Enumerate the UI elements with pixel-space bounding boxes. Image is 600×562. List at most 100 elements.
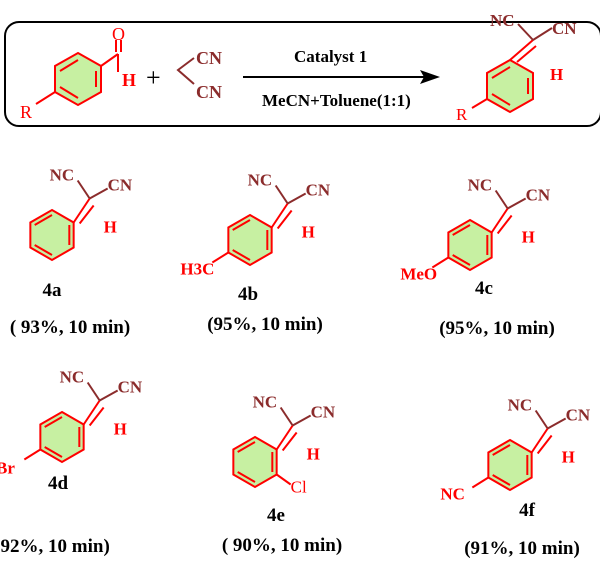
- vinyl-bond-4a: [72, 197, 91, 224]
- substituent-bond-4c: [431, 256, 449, 269]
- vinyl-bond-4e: [275, 424, 294, 451]
- h-label-4a: H: [104, 218, 117, 237]
- cn-label-4f: CN: [566, 406, 591, 425]
- aldehyde-oxygen: O: [112, 24, 125, 44]
- product-r-bond: [471, 98, 488, 109]
- ring-double-bond-4b-1: [232, 249, 251, 261]
- nc-bond-4d: [86, 381, 101, 402]
- ring-double-bond-4a-2: [34, 214, 53, 226]
- cn-bond-4a: [89, 187, 109, 200]
- scheme-frame: [4, 21, 600, 127]
- compound-label-4b: 4b: [238, 284, 258, 305]
- h-label-4d: H: [114, 420, 127, 439]
- nc-label-4e: NC: [253, 393, 278, 412]
- ring-double-bond-4e-1: [237, 471, 256, 483]
- benzene-ring-4d: [39, 410, 85, 464]
- h-label-4f: H: [562, 448, 575, 467]
- ring-double-bond-4f-1: [492, 474, 511, 486]
- vinyl-bond-4b: [270, 202, 289, 229]
- vinyl-double-bond-4d: [88, 406, 105, 427]
- malononitrile-cn-top: CN: [196, 48, 222, 68]
- benzene-ring-4c: [447, 218, 493, 272]
- nc-label-4f: NC: [508, 396, 533, 415]
- product-table: NC CN H 4a ( 93%, 10 min) NC CN H H3C 4b (95%, 10 …: [0, 166, 591, 560]
- product-vinyl-bond: [509, 39, 534, 61]
- product-structure: NC CN H R: [456, 11, 577, 124]
- substituent-label-4b: H3C: [180, 260, 214, 279]
- product-4b: NC CN H H3C 4b (95%, 10 min): [180, 171, 331, 336]
- benzene-ring-4b: [227, 213, 273, 267]
- cn-bond-4f: [547, 417, 567, 430]
- ring-double-bond-4c-1: [452, 254, 471, 266]
- product-vinyl-bond-2: [516, 45, 537, 63]
- reaction-arrow-group: Catalyst 1 MeCN+Toluene(1:1): [243, 47, 440, 110]
- cn-bond-4e: [292, 414, 312, 427]
- product-nc-bond: [517, 23, 534, 41]
- benzene-ring-4e: [232, 435, 278, 489]
- ring-double-bond-4c-2: [452, 224, 471, 236]
- catalyst-label: Catalyst 1: [294, 47, 367, 66]
- benzaldehyde-inner-bonds-3: [59, 86, 79, 99]
- yield-label-4f: (91%, 10 min): [464, 538, 580, 559]
- cn-bond-4c: [507, 197, 527, 210]
- benzene-ring-4a: [29, 208, 75, 262]
- compound-label-4a: 4a: [43, 280, 63, 301]
- malononitrile-bonds: [176, 57, 195, 85]
- substituent-bond-4b: [211, 251, 229, 264]
- h-label-4c: H: [522, 228, 535, 247]
- vinyl-double-bond-4a: [78, 204, 95, 225]
- compound-label-4c: 4c: [475, 278, 493, 299]
- cn-label-4e: CN: [311, 403, 336, 422]
- ring-double-bond-4a-1: [34, 244, 53, 256]
- nc-bond-4f: [534, 409, 549, 430]
- aldehyde-bond-ring: [100, 53, 119, 67]
- substituent-label-4c: MeO: [400, 265, 437, 284]
- yield-label-4c: (95%, 10 min): [439, 318, 555, 339]
- nc-bond-4a: [76, 179, 91, 200]
- nc-label-4b: NC: [248, 171, 273, 190]
- substituent-bond-4f: [471, 476, 489, 489]
- nc-label-4d: NC: [60, 368, 85, 387]
- product-4e: NC CN HCl 4e ( 90%, 10 min): [222, 393, 342, 557]
- ring-double-bond-4f-2: [492, 444, 511, 456]
- yield-label-4a: ( 93%, 10 min): [10, 317, 130, 338]
- ring-double-bond-4b-2: [232, 219, 251, 231]
- yield-label-4b: (95%, 10 min): [207, 314, 323, 335]
- vinyl-bond-4d: [82, 399, 101, 426]
- benzaldehyde-structure: O H R: [20, 24, 136, 122]
- vinyl-bond-4c: [490, 207, 509, 234]
- reaction-scheme: O H R + CN CN Catalyst 1 MeCN+Toluene(1:…: [4, 11, 600, 127]
- h-label-4e: H: [307, 445, 320, 464]
- nc-label-4a: NC: [50, 166, 75, 185]
- product-nc-label: NC: [490, 11, 515, 30]
- ring-double-bond-4d-1: [44, 446, 63, 458]
- benzaldehyde-inner-bonds-2: [59, 59, 79, 72]
- cn-label-4a: CN: [108, 176, 133, 195]
- benzene-ring-4f: [487, 438, 533, 492]
- product-inner-bond-3: [491, 93, 511, 106]
- r-bond: [35, 91, 56, 105]
- cn-label-4b: CN: [306, 181, 331, 200]
- reaction-arrow-head: [420, 70, 440, 84]
- nc-bond-4b: [274, 184, 289, 205]
- vinyl-double-bond-4f: [536, 434, 553, 455]
- product-substituent: R: [456, 105, 468, 124]
- vinyl-double-bond-4e: [281, 431, 298, 452]
- compound-label-4d: 4d: [48, 473, 69, 494]
- product-4a: NC CN H 4a ( 93%, 10 min): [10, 166, 133, 339]
- product-h-label: H: [550, 65, 563, 84]
- substituent-label-4d: Br: [0, 459, 15, 478]
- yield-label-4d: (92%, 10 min): [0, 536, 110, 557]
- malononitrile-structure: CN CN: [176, 48, 222, 102]
- substituent-label-4e: Cl: [291, 478, 307, 497]
- compound-label-4e: 4e: [267, 505, 285, 526]
- cn-label-4c: CN: [526, 186, 551, 205]
- cn-bond-4d: [99, 389, 119, 402]
- malononitrile-cn-bottom: CN: [196, 82, 222, 102]
- h-label-4b: H: [302, 223, 315, 242]
- yield-label-4e: ( 90%, 10 min): [222, 535, 342, 556]
- vinyl-bond-4f: [530, 427, 549, 454]
- vinyl-double-bond-4c: [496, 214, 513, 235]
- reactant-substituent: R: [20, 102, 32, 122]
